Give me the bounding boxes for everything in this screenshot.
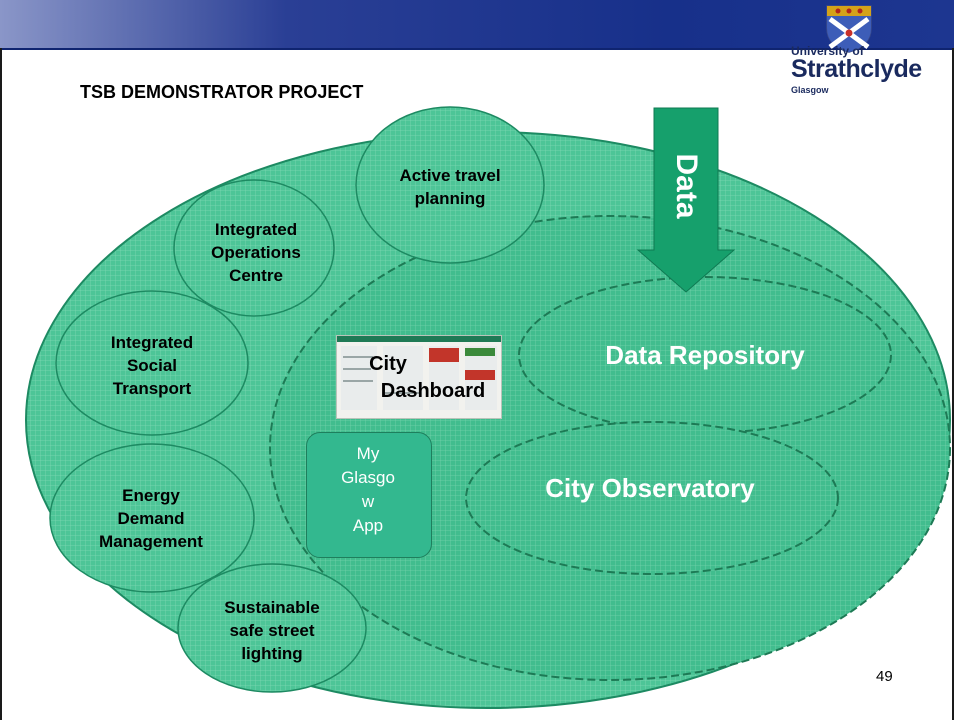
- project-label-operations-centre: Integrated Operations Centre: [196, 218, 316, 287]
- slide-title: TSB DEMONSTRATOR PROJECT: [80, 82, 364, 102]
- city-observatory-label: City Observatory: [530, 473, 770, 504]
- project-ellipse-energy: [49, 443, 255, 593]
- crest-icon: [826, 5, 872, 53]
- my-glasgow-app-label: My Glasgo w App: [306, 442, 430, 538]
- project-line: Transport: [112, 379, 192, 398]
- project-line: lighting: [241, 644, 303, 663]
- data-arrow: [636, 107, 736, 293]
- data-repository-label: Data Repository: [605, 340, 805, 370]
- project-line: Centre: [229, 266, 283, 285]
- project-line: Social: [126, 356, 178, 375]
- project-ellipse-operations-centre: [173, 179, 335, 317]
- project-line: planning: [414, 189, 486, 208]
- title-bar: [0, 0, 954, 48]
- project-ellipse-active-travel: [355, 106, 545, 264]
- data-arrow-label: Data: [670, 153, 703, 219]
- project-line: Management: [99, 532, 203, 551]
- city-observatory-label-text: City Observatory: [545, 473, 755, 503]
- project-label-active-travel: Active travel planning: [380, 164, 520, 210]
- project-ellipse-street-lighting: [177, 563, 367, 693]
- logo-strathclyde: Strathclyde: [791, 55, 922, 83]
- app-line: Glasgo: [341, 468, 395, 487]
- app-line: w: [361, 492, 375, 511]
- university-logo: University of Strathclyde Glasgow: [776, 2, 926, 102]
- app-line: My: [356, 444, 380, 463]
- project-line: safe street: [229, 621, 315, 640]
- city-observatory-ellipse: [465, 421, 839, 575]
- project-label-street-lighting: Sustainable safe street lighting: [212, 596, 332, 665]
- my-glasgow-app-box: [306, 432, 432, 558]
- project-line: Integrated: [110, 333, 194, 352]
- project-label-energy: Energy Demand Management: [76, 484, 226, 553]
- project-line: Active travel: [399, 166, 501, 185]
- slide-border-right: [952, 48, 954, 720]
- city-dashboard-thumbnail: [336, 335, 502, 419]
- slide-border-left: [0, 48, 2, 720]
- app-line: App: [352, 516, 384, 535]
- logo-university-of: University of: [791, 44, 864, 58]
- city-dashboard-label-1: City: [369, 353, 407, 375]
- project-line: Integrated: [214, 220, 298, 239]
- project-ellipse-social-transport: [55, 290, 249, 436]
- page-number: 49: [876, 668, 893, 685]
- project-label-social-transport: Integrated Social Transport: [92, 331, 212, 400]
- title-bar-underline: [0, 48, 954, 50]
- city-dashboard-label-2: Dashboard: [380, 380, 486, 402]
- project-line: Energy: [122, 486, 180, 505]
- logo-glasgow: Glasgow: [791, 85, 829, 95]
- project-line: Sustainable: [224, 598, 320, 617]
- project-line: Demand: [117, 509, 185, 528]
- project-line: Operations: [211, 243, 301, 262]
